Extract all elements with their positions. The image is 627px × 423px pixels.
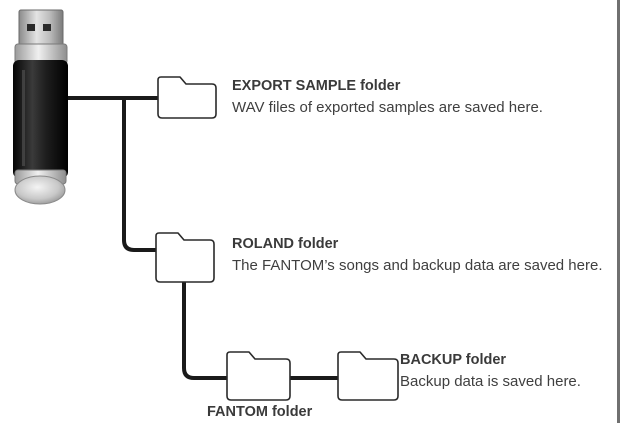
- export-sample-folder-description: WAV files of exported samples are saved …: [232, 99, 543, 116]
- line-roland-to-fantom: [182, 280, 229, 380]
- backup-folder-label: BACKUP folder Backup data is saved here.: [400, 350, 620, 392]
- fantom-folder-title: FANTOM folder: [207, 404, 313, 420]
- folder-icon: [226, 351, 291, 401]
- folder-icon: [337, 351, 399, 401]
- backup-folder-description: Backup data is saved here.: [400, 373, 581, 390]
- roland-folder-label: ROLAND folder The FANTOM’s songs and bac…: [232, 234, 612, 276]
- line-to-roland: [122, 96, 160, 252]
- connector-lines: [60, 96, 340, 380]
- export-sample-folder-title: EXPORT SAMPLE folder: [232, 78, 401, 94]
- backup-folder-title: BACKUP folder: [400, 352, 507, 368]
- folder-icon: [155, 232, 215, 283]
- page-edge-rule: [617, 0, 620, 423]
- fantom-folder-label: FANTOM folder: [207, 402, 367, 423]
- usb-flash-drive-icon: [13, 9, 68, 205]
- roland-folder-description: The FANTOM’s songs and backup data are s…: [232, 257, 603, 274]
- roland-folder-title: ROLAND folder: [232, 236, 339, 252]
- export-sample-folder-label: EXPORT SAMPLE folder WAV files of export…: [232, 76, 612, 118]
- folder-icon: [157, 76, 217, 119]
